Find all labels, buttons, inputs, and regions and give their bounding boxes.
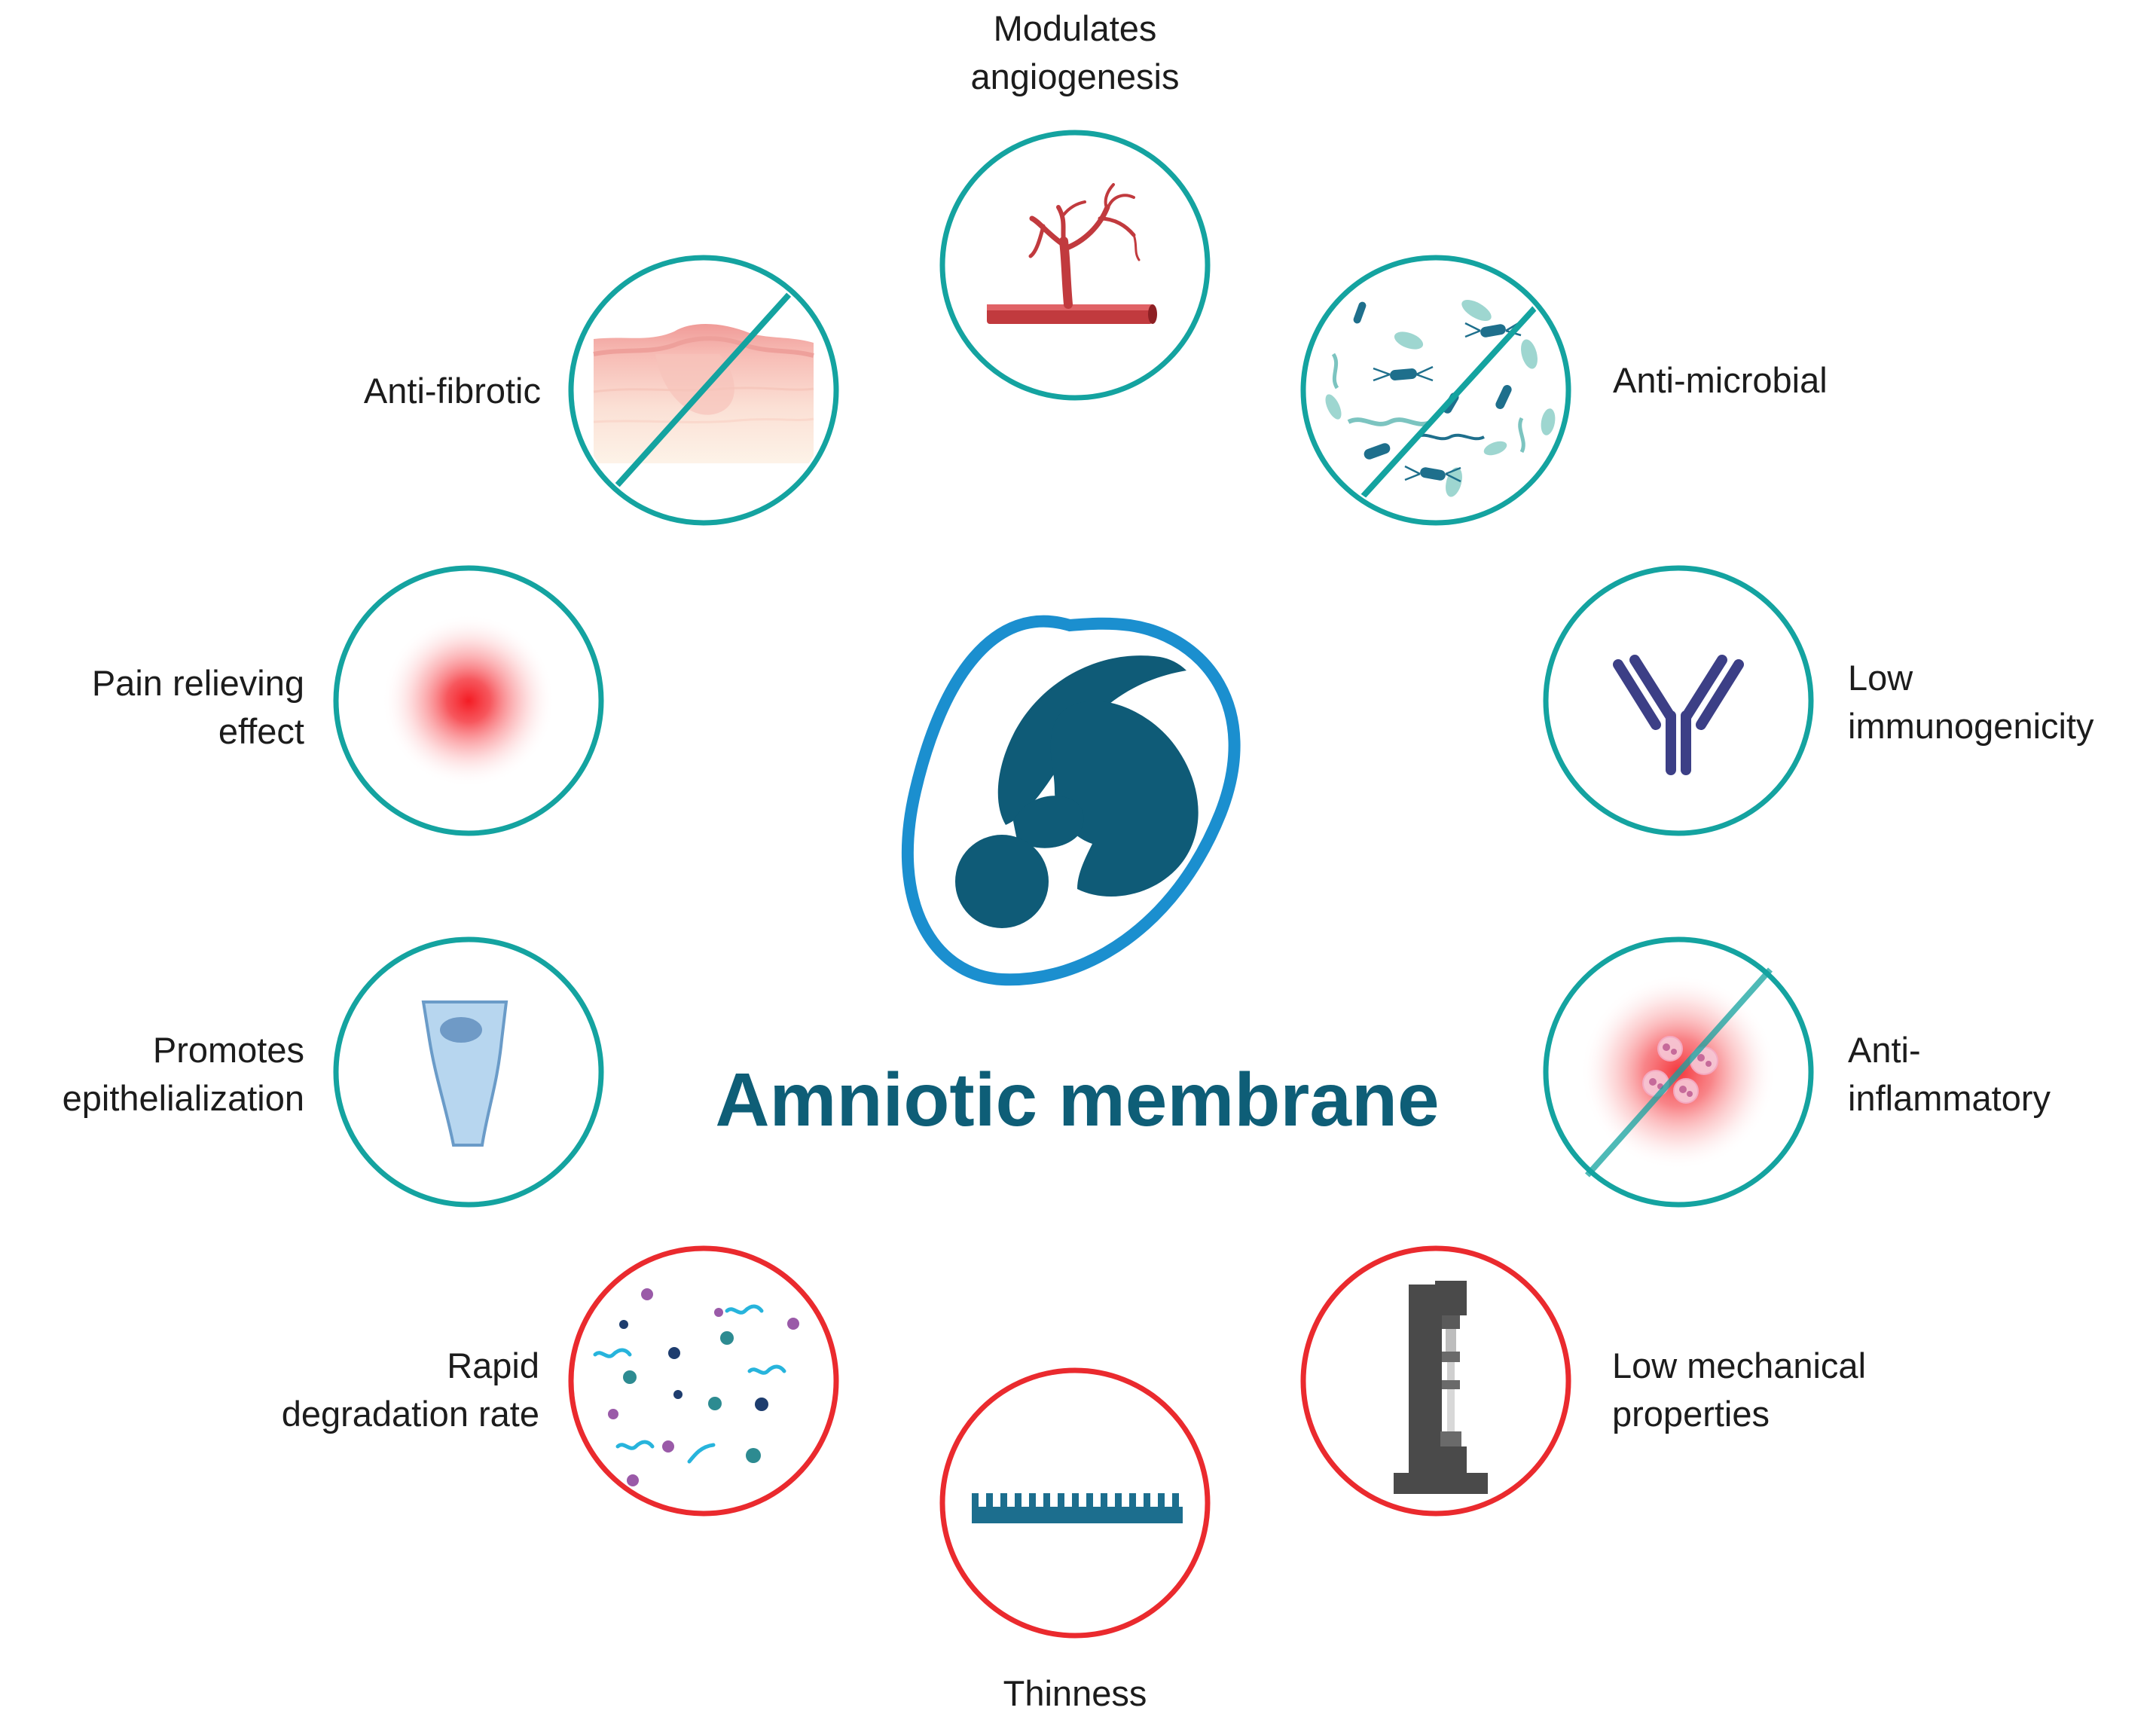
thinness-ring — [939, 1367, 1211, 1639]
immunogenicity-ring — [1543, 565, 1814, 836]
epithelial-cell-icon — [421, 1000, 508, 1147]
blood-vessel-icon — [987, 183, 1157, 324]
bacteria-crossed-icon — [1325, 295, 1556, 515]
degradation-label: Rapid degradation rate — [281, 1346, 539, 1434]
amniotic-sac-icon — [901, 615, 1241, 986]
thin-layer-icon — [972, 1493, 1183, 1523]
angiogenesis-label: Modulates angiogenesis — [970, 8, 1180, 96]
fetus-head-shape — [955, 835, 1049, 928]
tensile-tester-icon — [1394, 1281, 1488, 1494]
diagram-title: Amniotic membrane — [715, 1058, 1440, 1142]
degradation-ring — [568, 1245, 839, 1517]
thinness-label: Thinness — [1003, 1673, 1147, 1713]
antifibrotic-ring — [568, 255, 839, 526]
mechanical-label: Low mechanical properties — [1612, 1346, 1867, 1434]
inflammation-crossed-icon — [1580, 967, 1776, 1178]
antimicrobial-label: Anti-microbial — [1613, 360, 1828, 400]
angiogenesis-ring — [939, 130, 1211, 401]
fetus-arm-shape — [1013, 796, 1084, 848]
pain-label: Pain relieving effect — [91, 663, 304, 751]
antimicrobial-ring — [1300, 255, 1571, 526]
particles-icon — [593, 1288, 799, 1486]
scar-tissue-crossed-icon — [593, 290, 814, 492]
immunogenicity-label: Low immunogenicity — [1848, 658, 2094, 746]
epithelialization-ring — [333, 936, 604, 1208]
antiinflammatory-label: Anti- inflammatory — [1848, 1030, 2051, 1118]
fetus-back-shape — [997, 655, 1186, 825]
epithelialization-label: Promotes epithelialization — [62, 1030, 304, 1118]
mechanical-ring — [1300, 1245, 1571, 1517]
antiinflammatory-ring — [1543, 936, 1814, 1208]
pain-glow-icon — [382, 614, 555, 787]
fetus-body-shape — [1050, 701, 1199, 897]
antibody-icon — [1613, 655, 1744, 775]
antifibrotic-label: Anti-fibrotic — [363, 371, 541, 411]
pain-ring — [333, 565, 604, 836]
